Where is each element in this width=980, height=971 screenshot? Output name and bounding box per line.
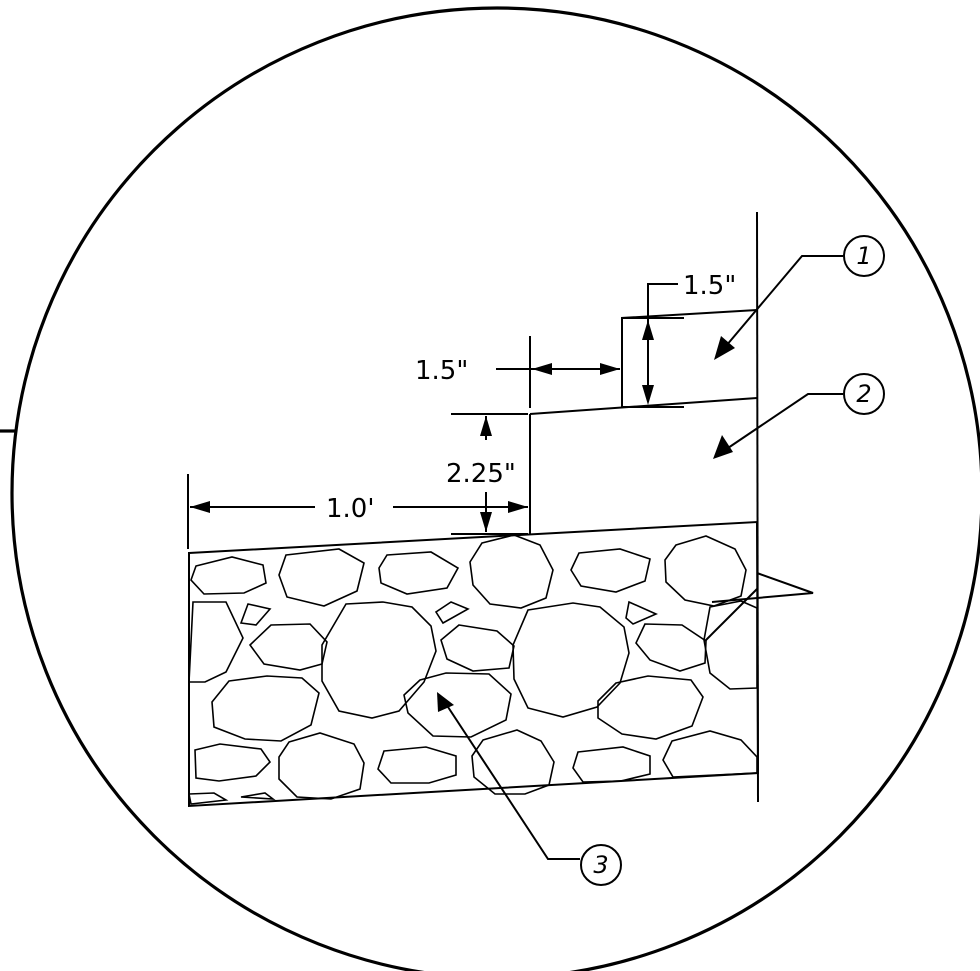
base-thickness-label: 2.25" (446, 459, 516, 489)
overlay-step-label: 1.5" (415, 356, 468, 386)
overlay-step-arrow-left (532, 363, 552, 375)
callout-1-number: 1 (856, 242, 871, 270)
surface-course-layer (621, 309, 758, 407)
aggregate-leader (711, 572, 814, 603)
overlay-thickness-extension (647, 283, 678, 395)
callout-3-leader (447, 706, 580, 860)
callout-2-arrowhead (713, 435, 733, 459)
overlay-thickness-arrow-top (642, 320, 654, 340)
detail-circle (10, 6, 980, 971)
aggregate-base-outline (188, 520, 760, 808)
overlay-thickness-arrow-bottom (642, 385, 654, 405)
callout-3-arrowhead (437, 692, 454, 712)
widening-arrow-left (190, 501, 210, 513)
widening-arrow-right (508, 501, 528, 513)
callout-2: 2 (843, 373, 885, 415)
callout-3: 3 (580, 844, 622, 886)
callout-2-number: 2 (856, 380, 871, 408)
callout-2-bubble (843, 373, 885, 415)
base-thickness-arrow-bottom (480, 512, 492, 532)
overlay-thickness-label: 1.5" (683, 271, 736, 301)
callout-1-arrowhead (714, 336, 735, 360)
callout-3-number: 3 (593, 851, 608, 879)
callout-1: 1 (843, 235, 885, 277)
aggregate-leader-2 (704, 588, 758, 642)
callout-1-leader (725, 255, 843, 347)
overlay-step-arrow-right (600, 363, 620, 375)
callout-3-bubble (580, 844, 622, 886)
callout-2-leader (727, 393, 843, 449)
base-thickness-arrow-top (480, 416, 492, 436)
callout-1-bubble (843, 235, 885, 277)
aggregate-stones (188, 534, 758, 805)
widening-width-label: 1.0' (326, 494, 375, 524)
